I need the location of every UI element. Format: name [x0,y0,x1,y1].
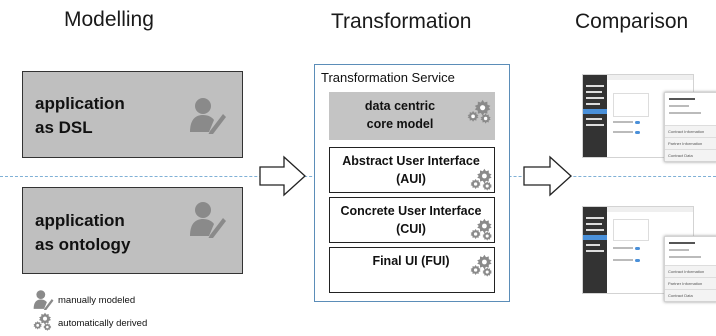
core-line1: data centric [364,99,436,113]
aui-box: Abstract User Interface (AUI) [329,147,495,193]
heading-transformation: Transformation [331,10,472,33]
fui-box: Final UI (FUI) [329,247,495,293]
panel-item: Partner Information [668,281,703,286]
screenshot-sidebar [583,75,607,157]
service-title: Transformation Service [321,70,455,85]
aui-line2: (AUI) [396,172,426,186]
dsl-line1: application [35,94,125,113]
cui-line1: Concrete User Interface [340,204,482,218]
dsl-line2: as DSL [35,118,93,137]
user-pencil-icon [187,94,227,134]
comparison-panel-1: Contract Information Partner Information… [664,92,716,162]
user-pencil-icon [32,288,54,310]
gears-icon [470,254,494,278]
legend-manual: manually modeled [58,295,136,306]
aui-line1: Abstract User Interface [342,154,480,168]
gears-icon [470,218,494,242]
gears-icon [33,312,53,332]
gears-icon [467,99,493,125]
ontology-box: application as ontology [22,187,243,274]
comparison-panel-2: Contract Information Partner Information… [664,236,716,302]
core-line2: core model [366,117,434,131]
panel-item: Contract Data [668,153,693,158]
panel-item: Contract Information [668,269,705,274]
dsl-box: application as DSL [22,71,243,158]
panel-item: Partner Information [668,141,703,146]
cui-box: Concrete User Interface (CUI) [329,197,495,243]
arrow-to-comparison [523,155,572,197]
core-model-box: data centric core model [329,92,495,140]
transformation-service-box: Transformation Service data centric core… [314,64,510,302]
fui-line1: Final UI (FUI) [372,254,450,268]
gears-icon [470,168,494,192]
panel-item: Contract Information [668,129,705,134]
ontology-line2: as ontology [35,235,131,254]
heading-modelling: Modelling [64,8,154,31]
user-pencil-icon [187,198,227,238]
cui-line2: (CUI) [396,222,426,236]
panel-item: Contract Data [668,293,693,298]
heading-comparison: Comparison [575,10,689,33]
ontology-line1: application [35,211,125,230]
legend-auto: automatically derived [58,318,148,329]
arrow-to-transformation [259,155,306,197]
